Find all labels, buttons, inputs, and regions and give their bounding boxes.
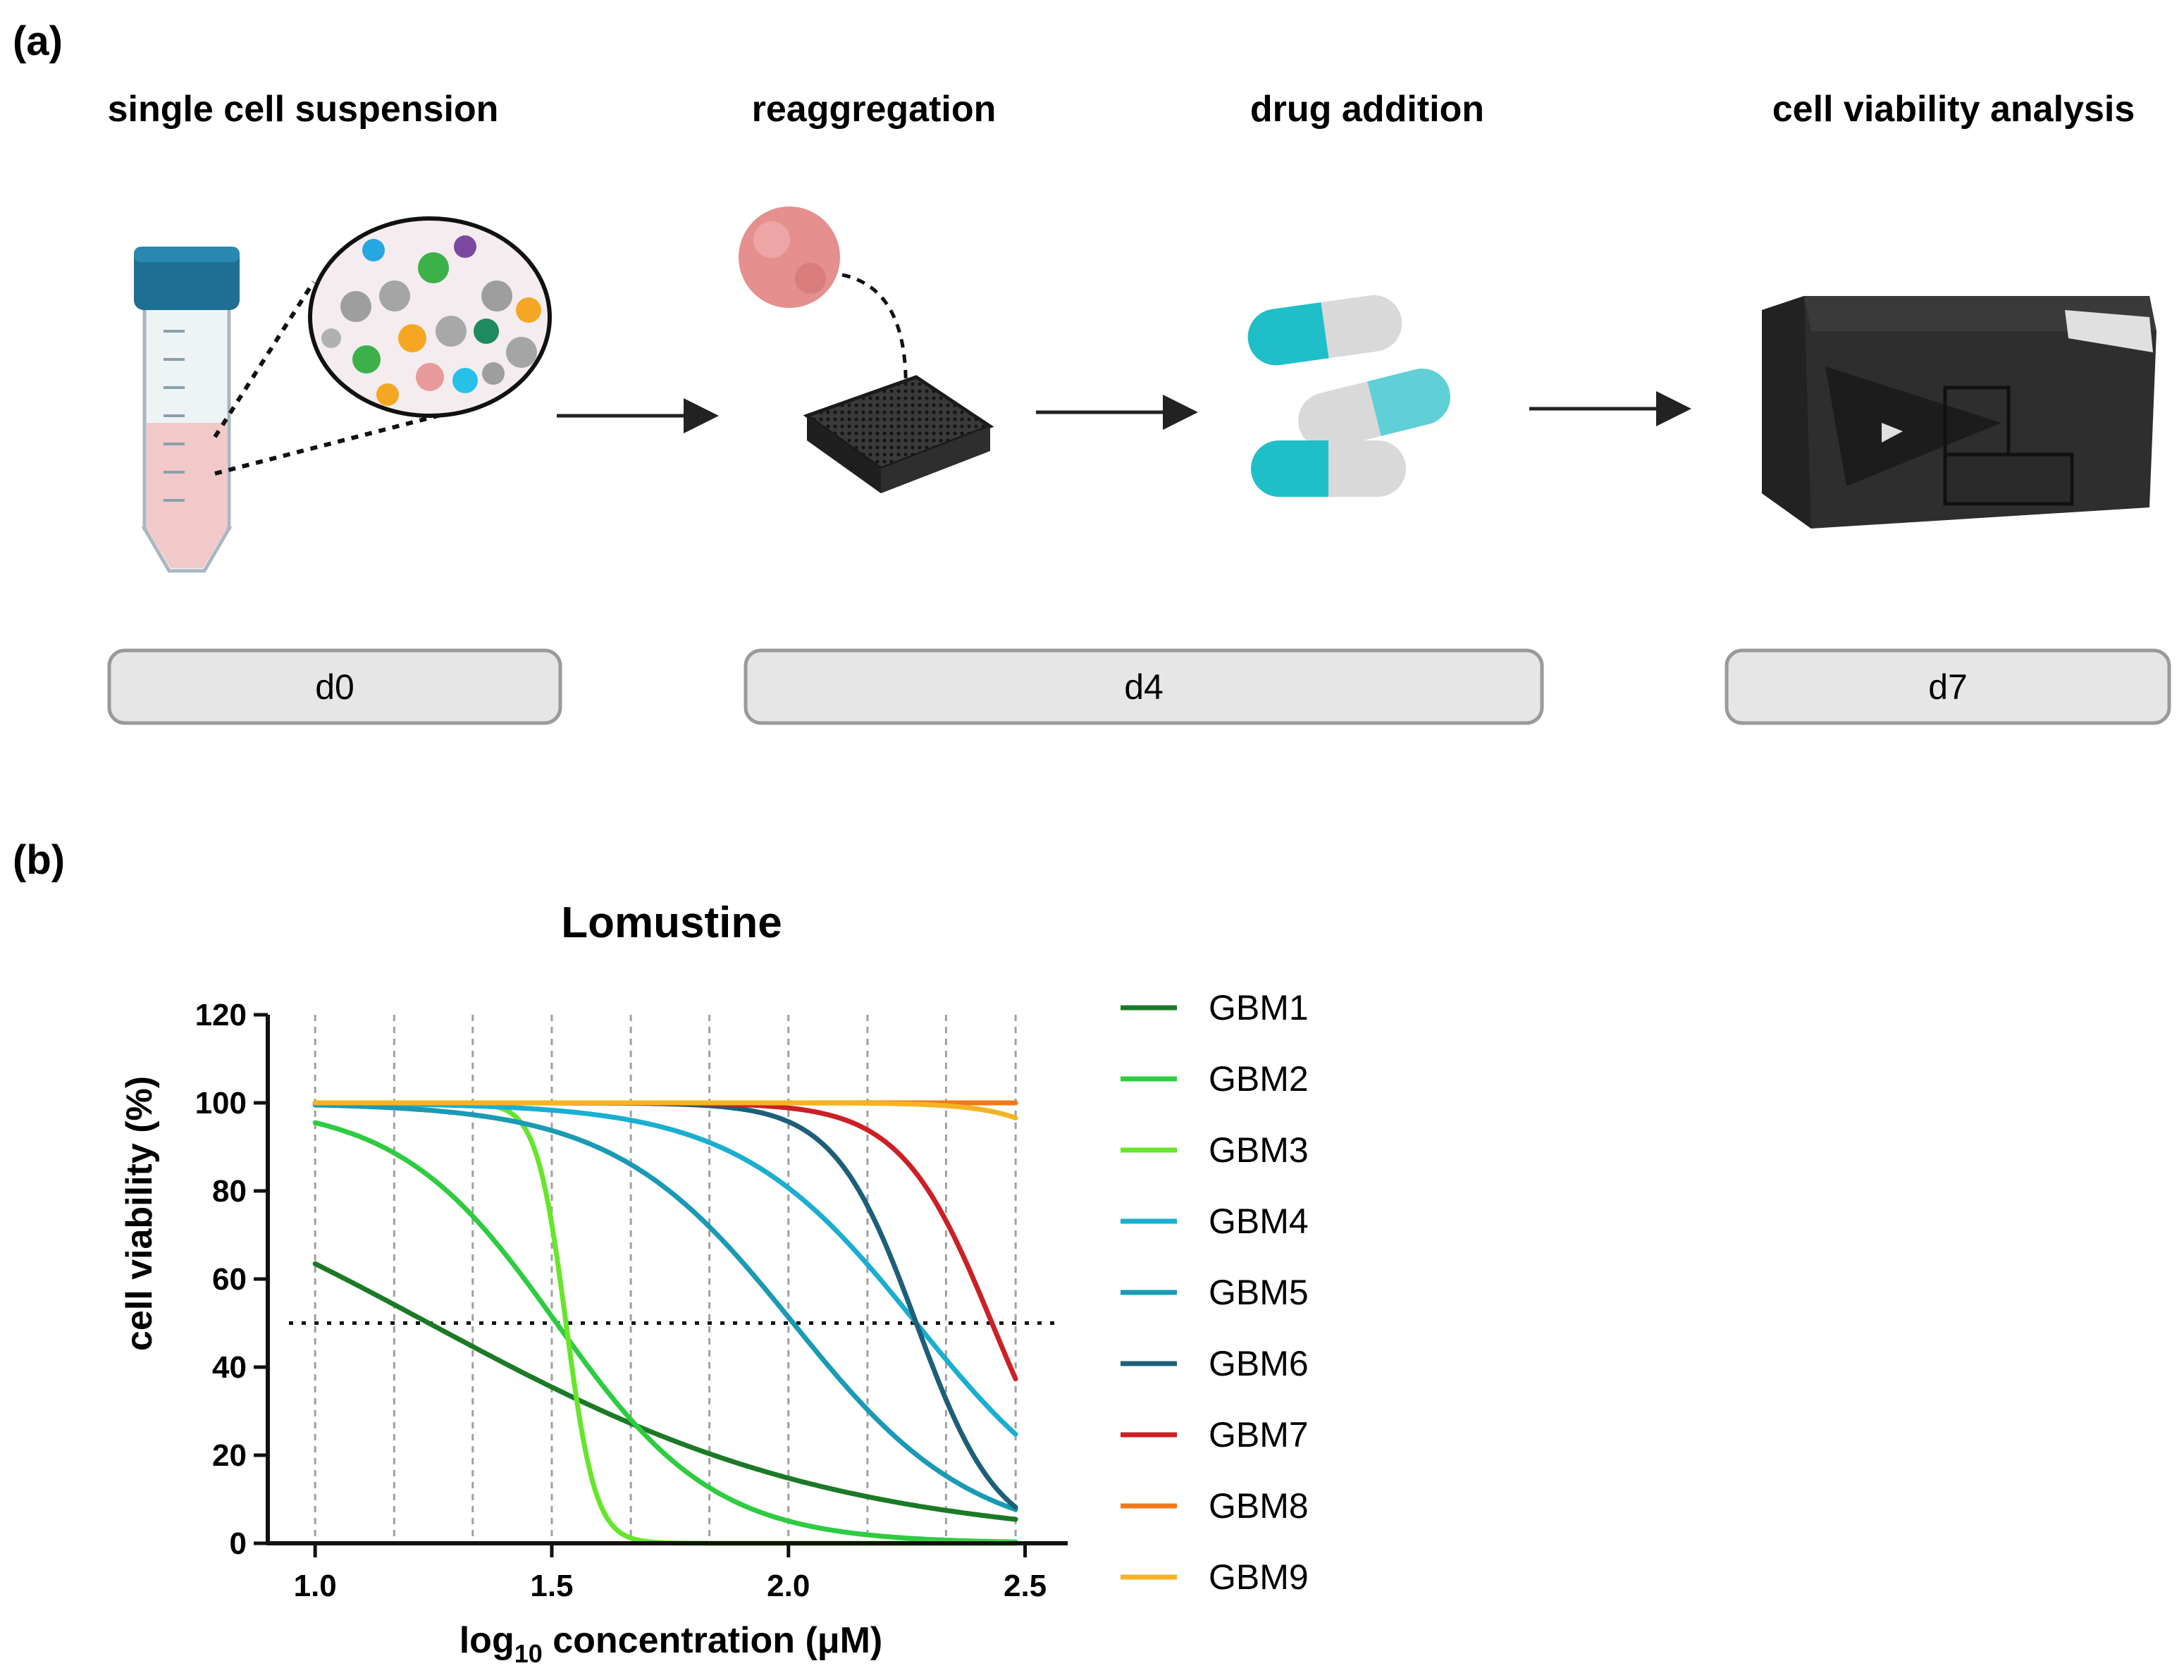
y-tick-label: 100 <box>195 1086 247 1120</box>
x-axis-label-subscript: 10 <box>514 1639 543 1668</box>
step-title-viability: cell viability analysis <box>1772 89 2135 130</box>
x-axis-label: log10 concentration (μM) <box>459 1620 883 1668</box>
y-tick-label: 60 <box>212 1262 247 1297</box>
chart-title: Lomustine <box>561 898 782 947</box>
axes-layer: 0 20 40 60 80 100 120 1.0 1.5 2.0 2.5 <box>195 998 1068 1603</box>
legend-label: GBM5 <box>1209 1273 1309 1312</box>
legend-item-gbm8: GBM8 <box>1121 1486 1309 1526</box>
panel-b-label: (b) <box>13 837 65 883</box>
legend-item-gbm2: GBM2 <box>1121 1059 1309 1099</box>
y-tick-label: 120 <box>195 998 247 1032</box>
legend-item-gbm6: GBM6 <box>1121 1344 1309 1383</box>
day-box-d4: d4 <box>744 648 1544 725</box>
legend-label: GBM7 <box>1209 1415 1309 1454</box>
step-title-single-cell: single cell suspension <box>108 89 499 130</box>
plate-reader-icon <box>1762 296 2157 529</box>
day-label-d7: d7 <box>1928 667 1968 707</box>
day-label-d0: d0 <box>315 667 354 707</box>
magnified-cells-icon <box>213 216 552 476</box>
series-line-gbm9 <box>312 1100 1018 1120</box>
day-box-d7: d7 <box>1725 648 2171 725</box>
series-line-gbm1 <box>312 1261 1018 1522</box>
series-line-gbm4 <box>312 1101 1018 1437</box>
legend-label: GBM4 <box>1209 1202 1309 1241</box>
series-line-gbm7 <box>312 1100 1018 1382</box>
legend-item-gbm9: GBM9 <box>1121 1557 1309 1597</box>
series-line-gbm5 <box>312 1102 1018 1512</box>
y-axis-label: cell viability (%) <box>119 1076 160 1351</box>
centrifuge-tube-icon <box>134 247 240 573</box>
day-label-d4: d4 <box>1124 667 1164 707</box>
legend-item-gbm4: GBM4 <box>1121 1202 1309 1241</box>
panel-a-label: (a) <box>13 18 63 64</box>
legend-label: GBM3 <box>1209 1130 1309 1170</box>
day-box-d0: d0 <box>107 648 562 725</box>
step-title-reaggregation: reaggregation <box>752 89 997 130</box>
y-tick-label: 80 <box>212 1174 247 1209</box>
capsules-icon <box>1247 295 1450 497</box>
dose-response-chart: Lomustine 0 20 40 60 80 100 120 1.0 1.5 2.0 2.5 ce… <box>119 898 1309 1668</box>
y-tick-label: 0 <box>230 1526 247 1561</box>
x-tick-label: 1.5 <box>530 1569 573 1603</box>
legend-label: GBM1 <box>1209 988 1309 1027</box>
legend-label: GBM6 <box>1209 1344 1309 1383</box>
series-line-gbm2 <box>312 1120 1018 1545</box>
step-title-drug-addition: drug addition <box>1250 89 1484 130</box>
legend-item-gbm7: GBM7 <box>1121 1415 1309 1454</box>
well-plate-icon <box>739 206 994 493</box>
legend-item-gbm3: GBM3 <box>1121 1130 1309 1170</box>
x-axis-label-main: log <box>459 1620 514 1661</box>
x-tick-label: 2.5 <box>1004 1569 1047 1603</box>
x-axis-label-rest: concentration (μM) <box>543 1620 882 1661</box>
x-tick-label: 2.0 <box>767 1569 810 1603</box>
legend-item-gbm1: GBM1 <box>1121 988 1309 1027</box>
legend-item-gbm5: GBM5 <box>1121 1273 1309 1312</box>
legend-label: GBM8 <box>1209 1486 1309 1526</box>
x-tick-label: 1.0 <box>294 1569 337 1603</box>
y-tick-label: 40 <box>212 1350 247 1385</box>
y-tick-label: 20 <box>212 1438 247 1473</box>
legend-label: GBM2 <box>1209 1059 1309 1099</box>
legend-label: GBM9 <box>1209 1557 1309 1597</box>
